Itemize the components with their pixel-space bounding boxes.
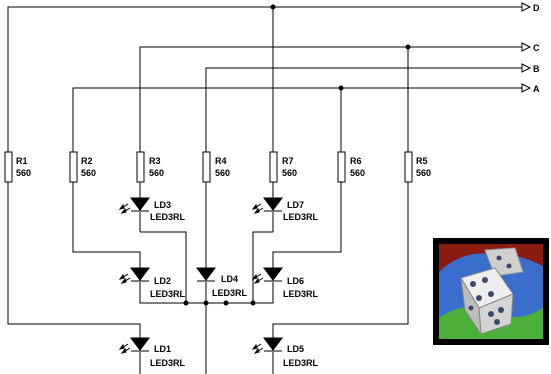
svg-text:LED3RL: LED3RL [283, 212, 319, 222]
svg-text:LED3RL: LED3RL [283, 358, 319, 368]
junction-dot [270, 4, 276, 10]
resistor-r3: R3 560 [136, 151, 164, 183]
svg-text:LED3RL: LED3RL [212, 288, 248, 298]
output-label-a: A [533, 84, 540, 94]
resistor-r6: R6 560 [337, 151, 365, 183]
svg-text:R7: R7 [282, 156, 294, 166]
svg-text:560: 560 [416, 168, 431, 178]
svg-text:560: 560 [16, 168, 31, 178]
svg-text:R3: R3 [149, 156, 161, 166]
led-ld2: LD2 LED3RL [118, 267, 186, 299]
svg-text:560: 560 [215, 168, 230, 178]
svg-text:LED3RL: LED3RL [150, 212, 186, 222]
svg-text:R4: R4 [215, 156, 227, 166]
dice-icon [433, 238, 549, 345]
risers [272, 7, 409, 152]
led-ld6: LD6 LED3RL [251, 267, 319, 299]
svg-text:560: 560 [149, 168, 164, 178]
led-ld4: LD4 LED3RL [196, 267, 248, 298]
led-ld7: LD7 LED3RL [251, 197, 319, 222]
svg-text:LED3RL: LED3RL [283, 289, 319, 299]
svg-text:560: 560 [282, 168, 297, 178]
svg-text:LED3RL: LED3RL [150, 289, 186, 299]
svg-text:LD2: LD2 [154, 276, 171, 286]
resistor-r4: R4 560 [202, 151, 230, 183]
svg-text:LD5: LD5 [287, 344, 304, 354]
resistor-r2: R2 560 [69, 151, 96, 183]
light-rays-icon [251, 273, 264, 284]
output-label-d: D [533, 3, 540, 13]
svg-text:560: 560 [81, 168, 96, 178]
svg-text:LD6: LD6 [287, 276, 304, 286]
light-rays-icon [251, 343, 264, 354]
light-rays-icon [118, 273, 131, 284]
output-label-b: B [533, 64, 540, 74]
junctions [183, 4, 411, 306]
light-rays-icon [118, 203, 131, 214]
output-label-c: C [533, 43, 540, 53]
led-ld5: LD5 LED3RL [251, 337, 319, 368]
resistor-r1: R1 560 [4, 151, 31, 183]
junction-dot [405, 44, 411, 50]
svg-text:LD7: LD7 [287, 200, 304, 210]
led-ld1: LD1 LED3RL [118, 337, 186, 368]
output-arrows: D C B A [521, 2, 540, 94]
svg-text:R6: R6 [350, 156, 362, 166]
svg-text:LD3: LD3 [154, 200, 171, 210]
led-wiring [7, 182, 409, 374]
bus-wires [7, 6, 522, 152]
light-rays-icon [118, 343, 131, 354]
svg-text:560: 560 [350, 168, 365, 178]
junction-dot [338, 85, 344, 91]
svg-text:LD4: LD4 [221, 274, 238, 284]
svg-text:LD1: LD1 [154, 344, 171, 354]
svg-text:R2: R2 [81, 156, 93, 166]
svg-text:R5: R5 [416, 156, 428, 166]
svg-text:R1: R1 [16, 156, 28, 166]
light-rays-icon [251, 203, 264, 214]
resistor-r5: R5 560 [404, 151, 431, 183]
resistor-r7: R7 560 [269, 151, 297, 183]
led-ld3: LD3 LED3RL [118, 197, 186, 222]
svg-text:LED3RL: LED3RL [150, 358, 186, 368]
